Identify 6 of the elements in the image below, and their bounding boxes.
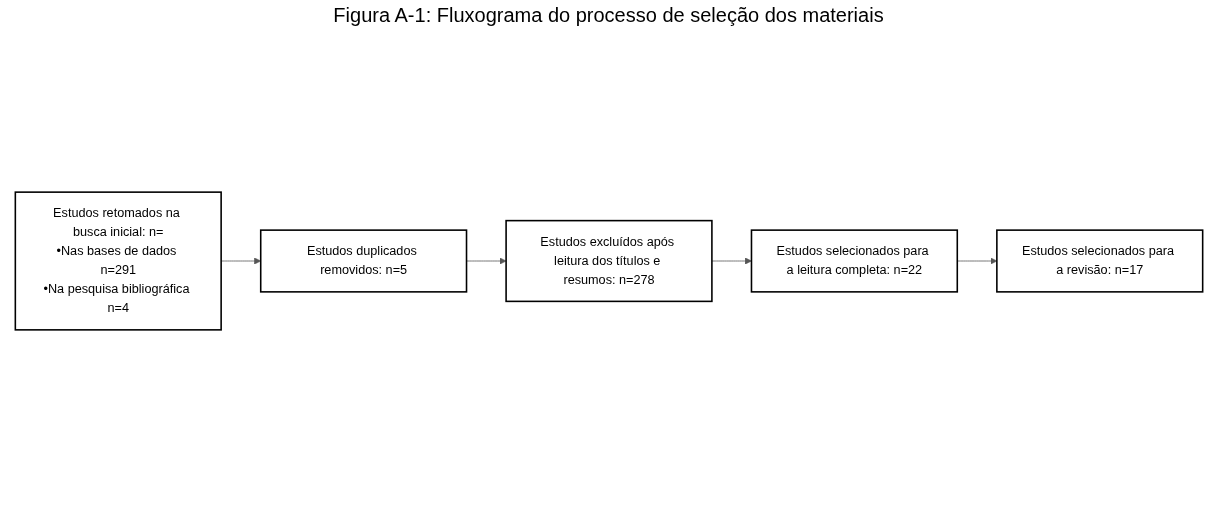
figure-title: Figura A-1: Fluxograma do processo de seleção dos materiais bbox=[332, 4, 885, 27]
node-box: Estudos duplicados removidos: n=5 bbox=[259, 229, 467, 293]
node-box: Estudos retomados na busca inicial: n= •Nas bases de dados n=291 •Na pesquisa bibliográfica n=4 bbox=[14, 191, 222, 331]
node-box: Estudos selecionados para a revisão: n=17 bbox=[995, 229, 1203, 293]
node-box: Estudos selecionados para a leitura completa: n=22 bbox=[750, 229, 958, 293]
node-box: Estudos excluídos após leitura dos títulos e resumos: n=278 bbox=[504, 219, 713, 303]
